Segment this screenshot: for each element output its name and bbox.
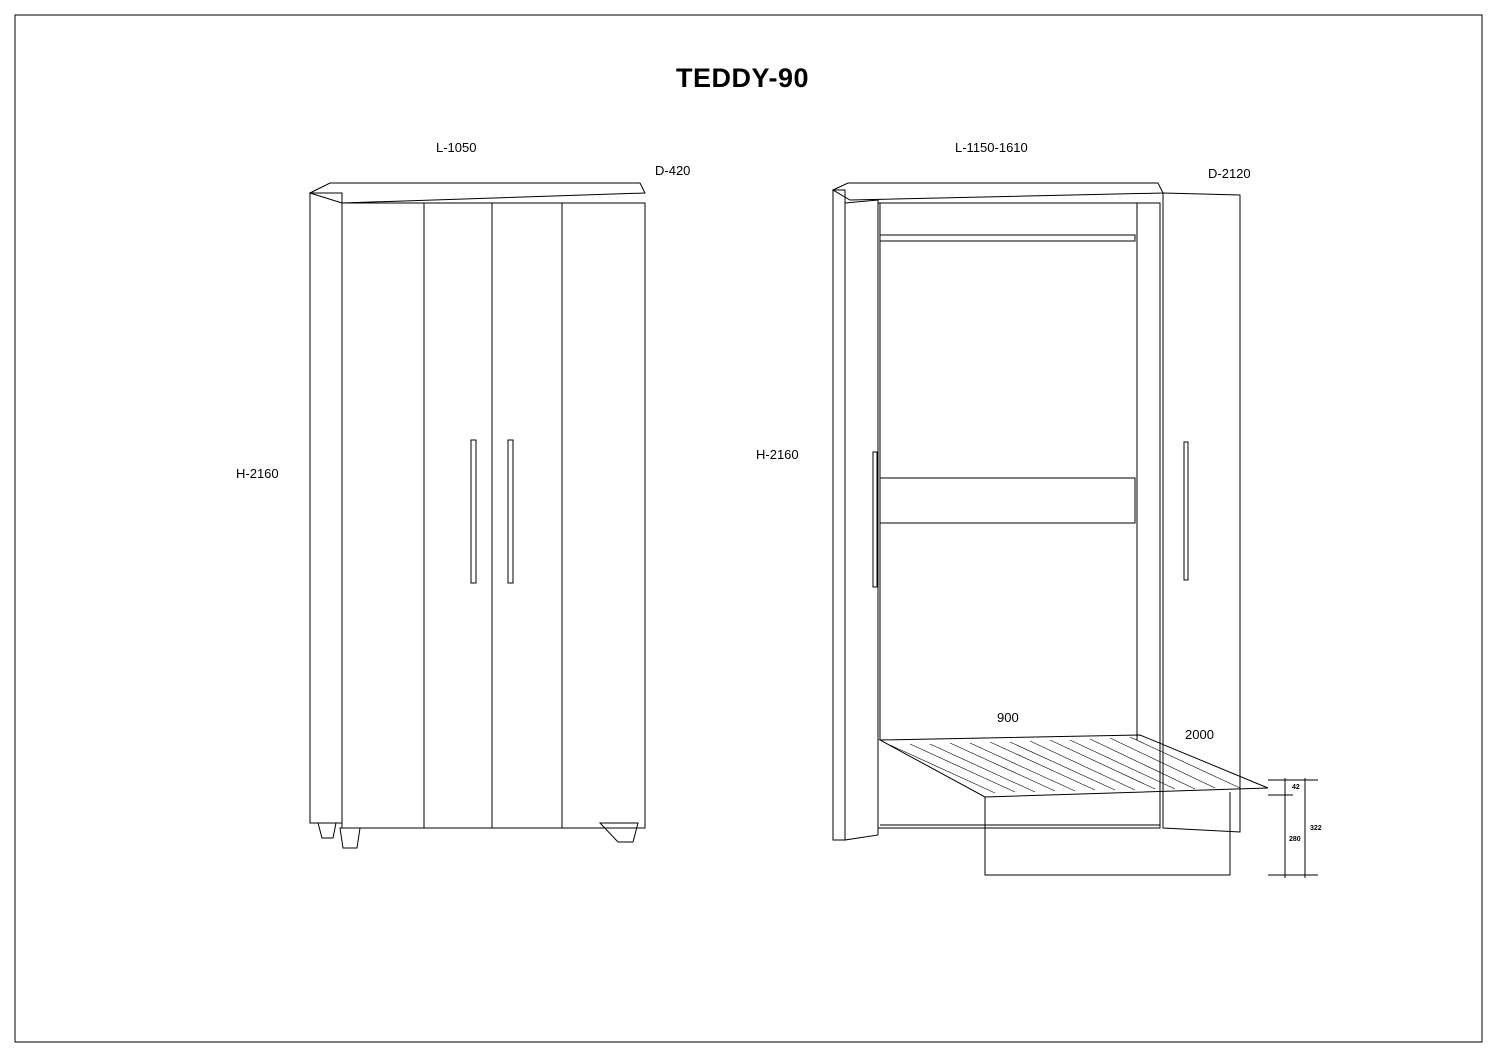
dim-42-label: 42	[1292, 784, 1300, 791]
handle-right	[1183, 441, 1189, 581]
right-door	[1162, 192, 1241, 833]
handle-left	[872, 451, 878, 588]
closed-wardrobe	[308, 182, 646, 849]
open-wardrobe-bed	[831, 182, 1318, 878]
leg	[317, 822, 337, 839]
leg	[339, 827, 361, 849]
dim-322-label: 322	[1310, 825, 1322, 832]
dim-280-label: 280	[1289, 836, 1301, 843]
closed-height-label: H-2160	[236, 466, 279, 481]
sheet-border	[14, 14, 1483, 1043]
product-title: TEDDY-90	[676, 63, 810, 93]
left-door	[844, 199, 879, 841]
leg	[598, 822, 639, 843]
bed-slats	[889, 736, 1241, 794]
closed-depth-label: D-420	[655, 163, 691, 178]
bed-frame	[878, 734, 1269, 798]
handle-right	[507, 439, 514, 584]
closed-length-label: L-1050	[436, 140, 477, 155]
bed-width-label: 900	[997, 710, 1019, 725]
handle-left	[470, 439, 477, 584]
open-height-label: H-2160	[756, 447, 799, 462]
bed-length-label: 2000	[1185, 727, 1214, 742]
open-depth-label: D-2120	[1208, 166, 1251, 181]
open-length-label: L-1150-1610	[955, 140, 1028, 155]
bed-leg	[984, 792, 1231, 876]
